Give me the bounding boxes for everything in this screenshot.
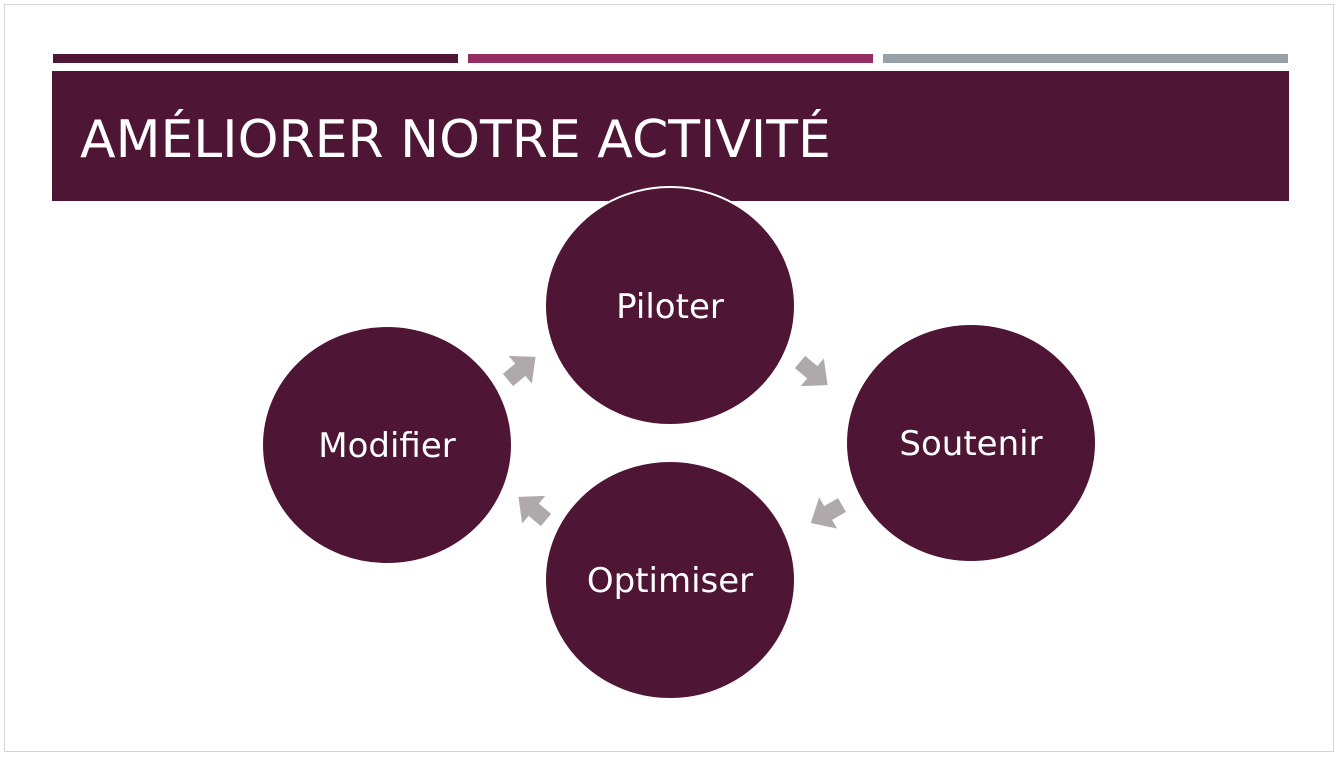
slide-title: AMÉLIORER NOTRE ACTIVITÉ [80,110,831,170]
arrow-piloter-to-soutenir [794,355,828,387]
accent-bar-magenta [468,54,873,63]
node-optimiser: Optimiser [544,460,796,700]
node-soutenir: Soutenir [845,323,1097,563]
node-label-soutenir: Soutenir [899,424,1042,464]
node-piloter: Piloter [544,186,796,426]
node-label-piloter: Piloter [616,287,724,327]
arrow-soutenir-to-optimiser [810,497,846,529]
title-band: AMÉLIORER NOTRE ACTIVITÉ [52,71,1289,201]
accent-bar-dark [53,54,458,63]
node-label-optimiser: Optimiser [587,561,753,601]
node-modifier: Modifier [261,325,513,565]
node-label-modifier: Modifier [318,426,455,466]
arrow-optimiser-to-modifier [518,495,552,527]
arrow-modifier-to-piloter [502,355,536,387]
accent-bar-gray [883,54,1288,63]
